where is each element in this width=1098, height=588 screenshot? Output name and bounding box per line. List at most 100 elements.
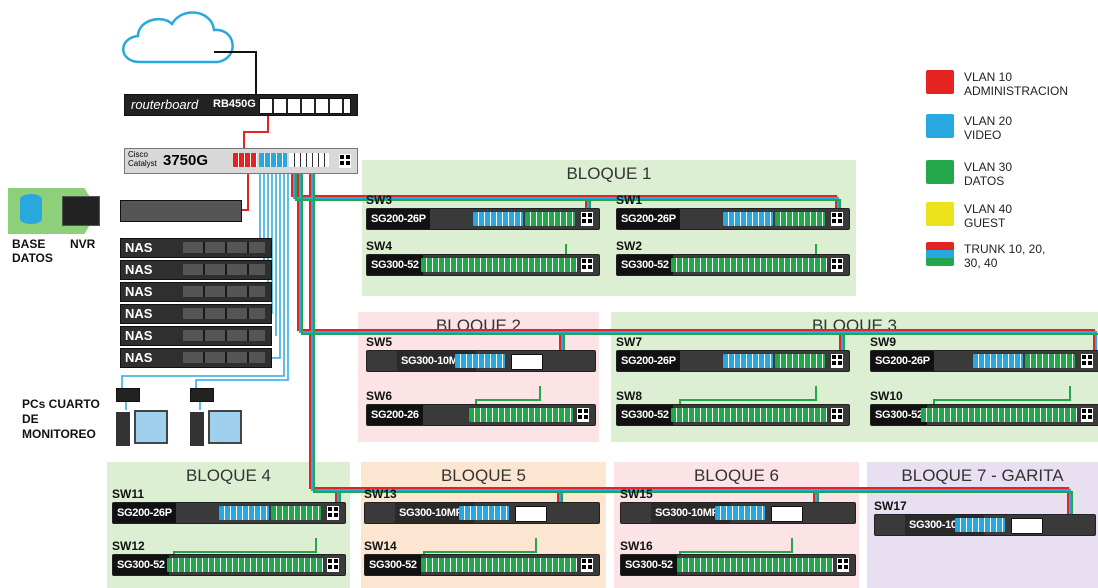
legend-vlan20-label: VLAN 20 VIDEO — [964, 114, 1013, 142]
switch-label: SW5 — [366, 335, 393, 349]
legend-trunk-label: TRUNK 10, 20, 30, 40 — [964, 242, 1046, 270]
poe-ports — [955, 518, 1005, 532]
data-ports — [421, 258, 577, 272]
switch-model: SG200-26P — [617, 351, 680, 371]
core-sfp-ports — [339, 154, 351, 168]
block-6-title: BLOQUE 6 — [693, 466, 780, 485]
data-ports — [677, 558, 833, 572]
switch-device: SG200-26P — [366, 208, 600, 230]
database-icon — [20, 194, 42, 224]
switch-label: SW1 — [616, 193, 643, 207]
data-ports — [775, 354, 825, 368]
data-ports — [469, 408, 573, 422]
switch-model: SG300-52 — [621, 555, 677, 575]
switch-label: SW4 — [366, 239, 393, 253]
switch-label: SW13 — [364, 487, 397, 501]
switch-label: SW9 — [870, 335, 897, 349]
sfp-ports — [831, 354, 843, 368]
switch-model: SG300-52 — [617, 405, 673, 425]
sfp-ports — [327, 558, 339, 572]
core-switch: Cisco Catalyst 3750G — [124, 148, 358, 174]
switch-model: SG300-52 — [113, 555, 169, 575]
sfp-ports — [581, 258, 593, 272]
switch-model: SG300-52 — [365, 555, 421, 575]
switch-device: SG300-10MPP — [366, 350, 596, 372]
nas-4: NAS — [120, 304, 272, 324]
nas-5-label: NAS — [125, 328, 153, 343]
switch-device: SG300-10MPP — [620, 502, 856, 524]
data-ports — [921, 408, 1077, 422]
legend-vlan20: VLAN 20 VIDEO — [926, 114, 1024, 142]
legend-vlan30-label: VLAN 30 DATOS — [964, 160, 1013, 188]
switch-label: SW7 — [616, 335, 643, 349]
core-switch-model: 3750G — [163, 152, 209, 169]
nas-2-label: NAS — [125, 262, 153, 277]
switch-label: SW11 — [112, 487, 145, 501]
switch-device: SG300-52 — [364, 554, 600, 576]
switch-model: SG200-26P — [871, 351, 934, 371]
nas-3-label: NAS — [125, 284, 153, 299]
switch-device: SG300-52 — [616, 254, 850, 276]
legend-vlan30: VLAN 30 DATOS — [926, 160, 1024, 188]
switch-model: SG300-52 — [871, 405, 927, 425]
video-ports — [473, 212, 523, 226]
switch-device: SG300-52 — [366, 254, 600, 276]
nas-6: NAS — [120, 348, 272, 368]
switch-device: SG200-26P — [112, 502, 346, 524]
switch-label: SW2 — [616, 239, 643, 253]
nas-5: NAS — [120, 326, 272, 346]
sfp-ports — [1081, 408, 1093, 422]
data-ports — [271, 506, 321, 520]
switch-model: SG200-26P — [113, 503, 176, 523]
server-rack — [120, 200, 242, 222]
nas-4-label: NAS — [125, 306, 153, 321]
data-ports — [671, 408, 827, 422]
switch-device: SG300-52 — [870, 404, 1098, 426]
video-ports — [723, 212, 773, 226]
base-datos-label: BASE DATOS — [12, 237, 53, 265]
switch-device: SG200-26 — [366, 404, 596, 426]
nvr-icon — [62, 196, 100, 226]
switch-device: SG300-52 — [620, 554, 856, 576]
poe-ports — [459, 506, 509, 520]
video-ports — [219, 506, 269, 520]
data-ports — [1025, 354, 1075, 368]
block-5-title: BLOQUE 5 — [440, 466, 527, 485]
uplink-ports — [511, 354, 543, 370]
legend-vlan40-label: VLAN 40 GUEST — [964, 202, 1013, 230]
block-7-title: BLOQUE 7 - GARITA — [901, 466, 1064, 485]
poe-ports — [715, 506, 765, 520]
pc-tower-2 — [190, 412, 204, 446]
pcs-label: PCs CUARTO DE MONITOREO — [22, 397, 100, 441]
uplink-ports — [515, 506, 547, 522]
router-model: RB450G — [213, 98, 256, 110]
monitor-2-icon — [208, 410, 242, 444]
switch-label: SW14 — [364, 539, 397, 553]
nvr-label: NVR — [70, 237, 96, 251]
video-ports — [973, 354, 1023, 368]
switch-model: SG200-26 — [367, 405, 423, 425]
nas-1: NAS — [120, 238, 272, 258]
nas-1-label: NAS — [125, 240, 153, 255]
legend-vlan10-label: VLAN 10 ADMINISTRACION — [964, 70, 1069, 98]
data-ports — [421, 558, 577, 572]
block-4-title: BLOQUE 4 — [185, 466, 272, 485]
switch-model: SG300-10MPP — [651, 503, 730, 523]
switch-label: SW3 — [366, 193, 393, 207]
switch-label: SW12 — [112, 539, 145, 553]
switch-label: SW8 — [616, 389, 643, 403]
block-1-title: BLOQUE 1 — [566, 164, 652, 183]
core-video-ports — [259, 153, 287, 167]
uplink-ports — [1011, 518, 1043, 534]
legend-vlan20-swatch — [926, 114, 954, 138]
switch-device: SG300-10MPP — [364, 502, 600, 524]
switch-label: SW10 — [870, 389, 903, 403]
monitor-1-icon — [134, 410, 168, 444]
router-ports — [259, 98, 351, 114]
router-brand: routerboard — [131, 97, 199, 112]
switch-device: SG300-10MPP — [874, 514, 1096, 536]
switch-model: SG200-26P — [367, 209, 430, 229]
core-admin-ports — [233, 153, 257, 167]
switch-device: SG200-26P — [616, 208, 850, 230]
